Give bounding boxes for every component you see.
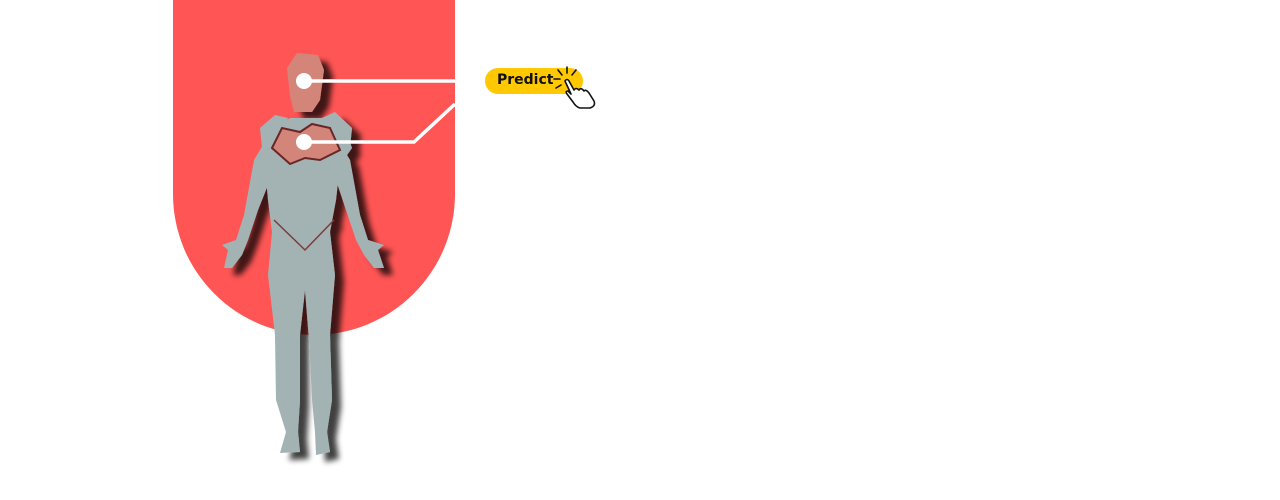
connector-lines (304, 79, 457, 144)
human-figure (222, 53, 384, 455)
predict-label: Predict (497, 72, 554, 88)
head-marker[interactable] (296, 73, 312, 89)
pointing-hand-click-icon (553, 66, 596, 109)
chest-marker[interactable] (296, 134, 312, 150)
